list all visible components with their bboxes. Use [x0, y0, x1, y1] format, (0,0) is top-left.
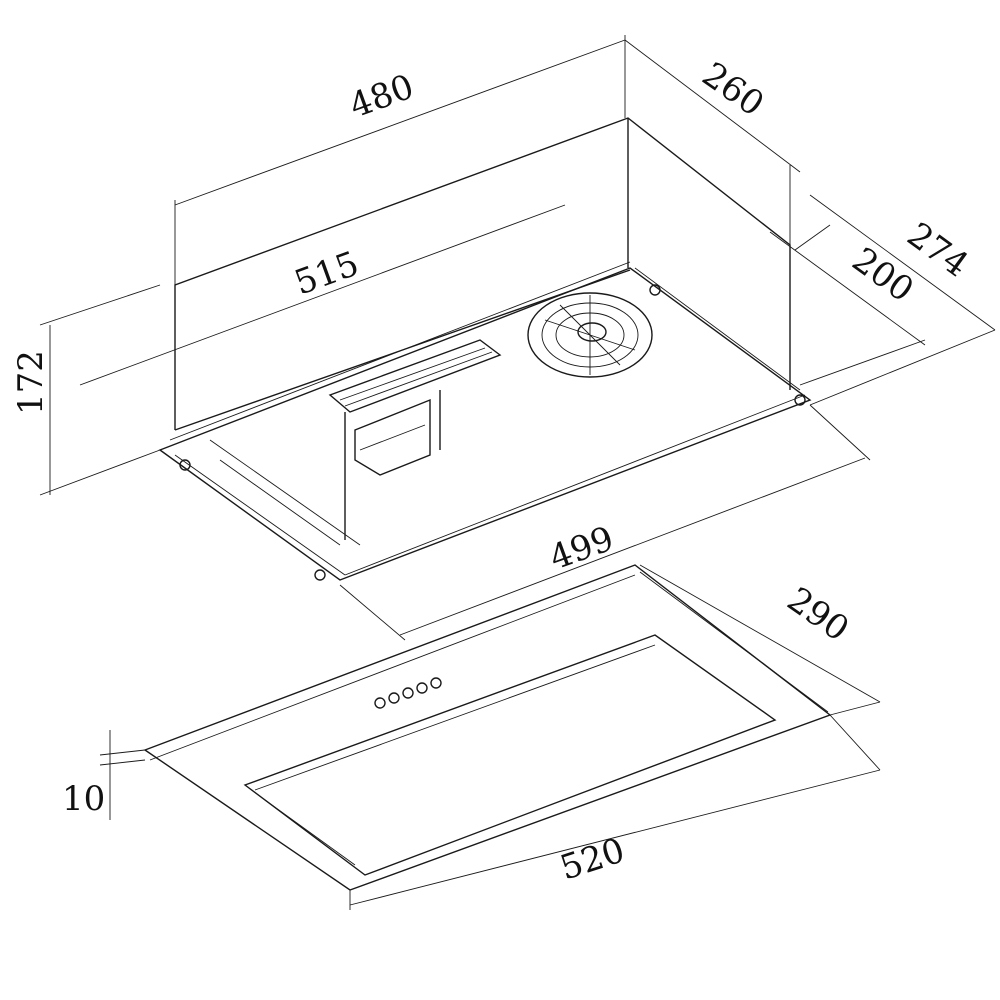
control-button-4: [416, 682, 428, 694]
dim-10: 10: [62, 779, 105, 819]
control-button-1: [374, 697, 386, 709]
panel-filter-window: [243, 634, 777, 876]
fan-assembly: [527, 292, 653, 378]
dim-172: 172: [11, 350, 51, 415]
dim-520: 520: [555, 830, 629, 888]
front-panel: [143, 564, 832, 891]
side-bracket: [179, 284, 806, 581]
motor-duct: [328, 339, 502, 540]
housing-bottom-plate: [158, 267, 812, 581]
control-button-3: [402, 687, 414, 699]
dim-290: 290: [780, 580, 856, 650]
hood-housing: [158, 117, 812, 581]
dim-515: 515: [289, 244, 364, 304]
control-button-5: [430, 677, 442, 689]
dim-499: 499: [544, 519, 619, 579]
control-buttons: [374, 677, 442, 709]
dim-480: 480: [344, 67, 419, 127]
control-button-2: [388, 692, 400, 704]
dim-260: 260: [695, 55, 771, 125]
dimension-lines: [39, 35, 996, 910]
